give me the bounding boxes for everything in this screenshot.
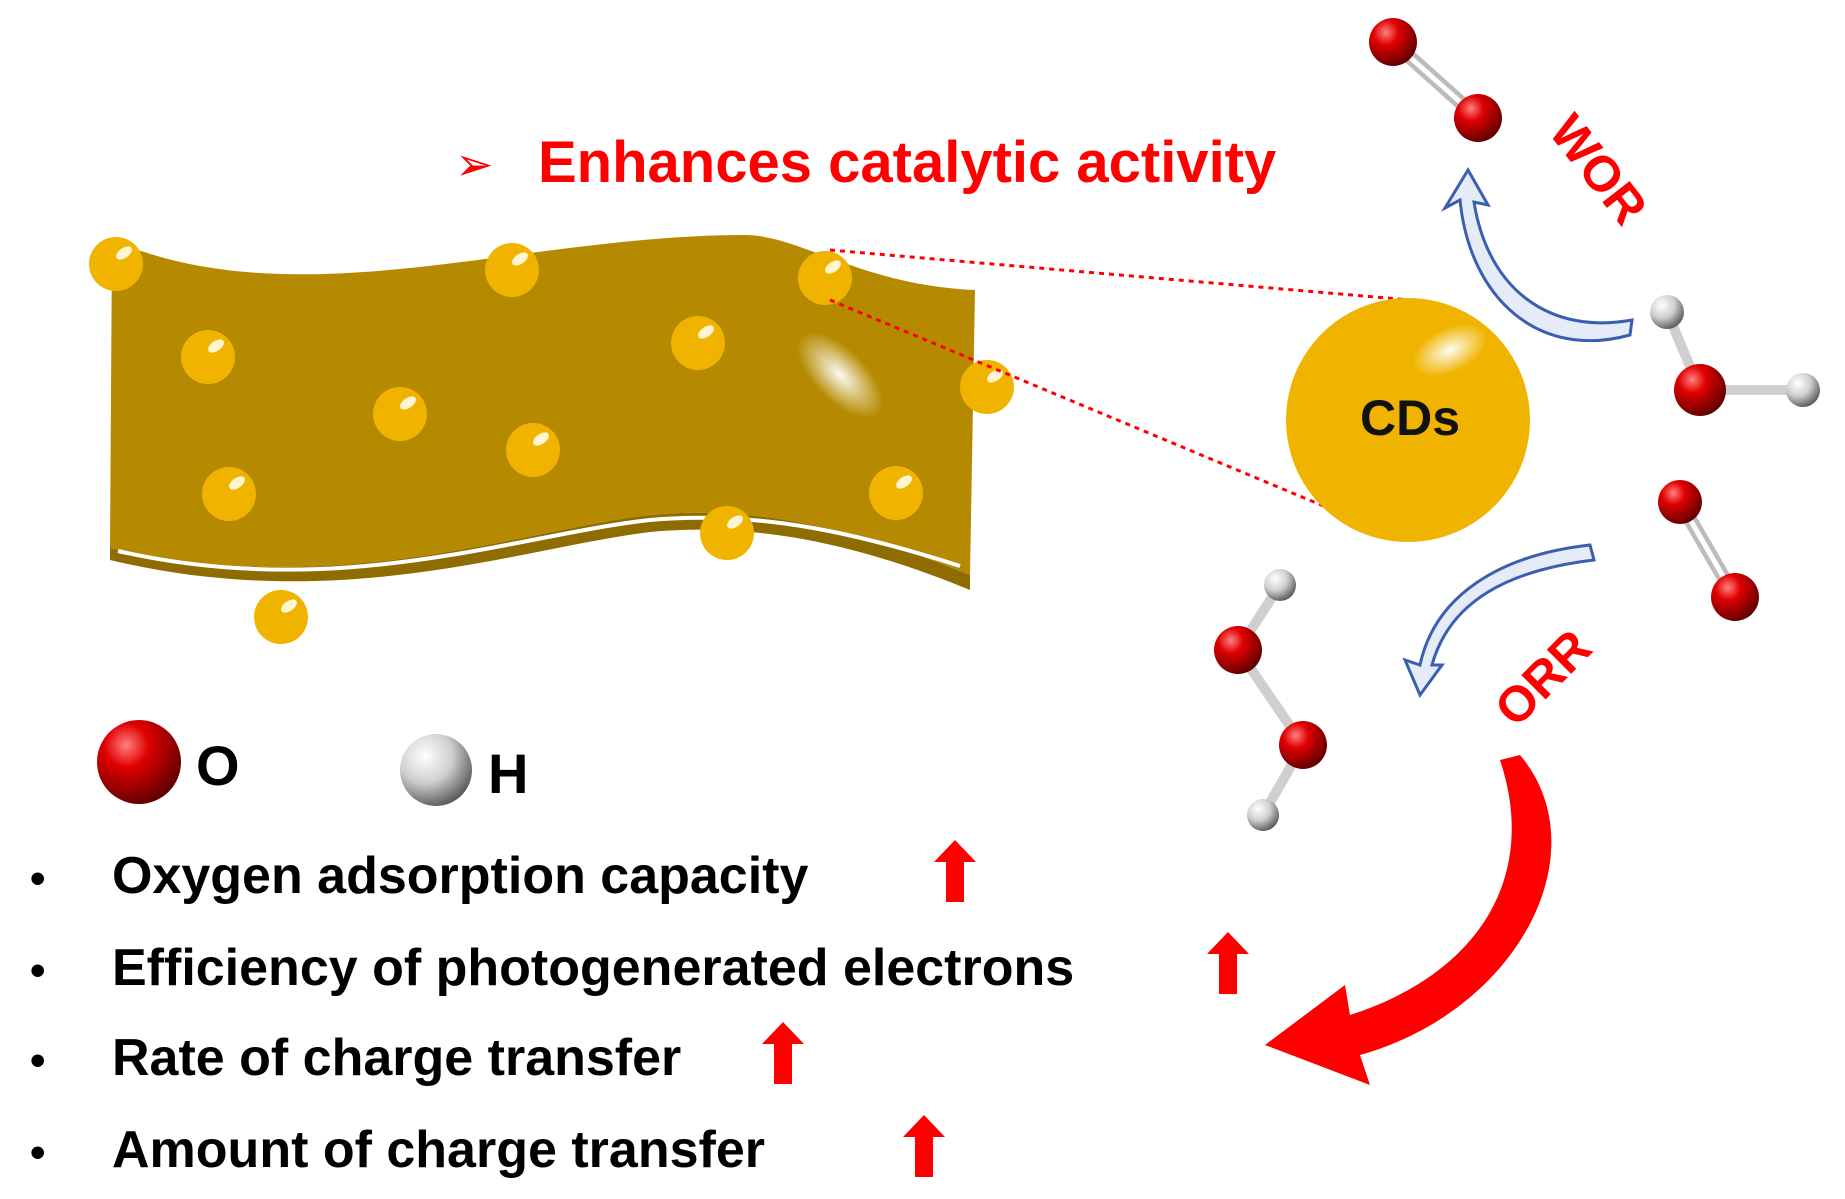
oxygen-atom [1658, 480, 1702, 524]
list-item: • Oxygen adsorption capacity [30, 840, 976, 905]
curved-red-arrow-icon [1265, 755, 1552, 1085]
hydrogen-atom [1786, 373, 1820, 407]
oxygen-atom [1674, 364, 1726, 416]
headline-text: Enhances catalytic activity [538, 130, 1276, 195]
carbon-dot [506, 423, 560, 477]
list-item: • Rate of charge transfer [30, 1022, 804, 1087]
oxygen-atom [1279, 721, 1327, 769]
list-item-text: Oxygen adsorption capacity [112, 847, 808, 905]
list-item: • Amount of charge transfer [30, 1115, 945, 1179]
hydrogen-atom [1247, 799, 1279, 831]
list-bullet: • [30, 854, 45, 903]
hydrogen-atom [1264, 569, 1296, 601]
list-item-text: Rate of charge transfer [112, 1029, 681, 1087]
carbon-dot [671, 316, 725, 370]
orr-label: ORR [1484, 619, 1602, 737]
benefits-list: • Oxygen adsorption capacity • Efficienc… [30, 840, 1249, 1179]
oxygen-legend-icon [97, 720, 181, 804]
list-bullet: • [30, 1036, 45, 1085]
list-bullet: • [30, 946, 45, 995]
wor-label: WOR [1539, 104, 1658, 235]
water-molecule [1650, 295, 1820, 416]
carbon-dot [485, 243, 539, 297]
increase-arrow-icon [1207, 932, 1249, 994]
list-item-text: Efficiency of photogenerated electrons [112, 939, 1074, 997]
sheet-glare [796, 331, 884, 419]
carbon-dots [89, 237, 1014, 644]
list-bullet: • [30, 1128, 45, 1177]
zoom-lines [829, 248, 1411, 542]
legend: O H [97, 720, 528, 806]
sheet-body [110, 235, 975, 575]
cd-label: CDs [1360, 390, 1460, 446]
carbon-dot [373, 387, 427, 441]
carbon-dot [700, 506, 754, 560]
cd-sphere: CDs [1286, 298, 1530, 542]
increase-arrow-icon [762, 1022, 804, 1084]
oxygen-atom [1214, 626, 1262, 674]
oxygen-atom [1454, 94, 1502, 142]
increase-arrow-icon [903, 1115, 945, 1177]
cd-glare [1412, 323, 1488, 377]
hydrogen-legend-label: H [488, 742, 528, 805]
increase-arrow-icon [934, 840, 976, 902]
oxygen-molecule [1658, 480, 1759, 621]
wor-arrow-icon [1440, 167, 1634, 343]
carbon-dot [869, 466, 923, 520]
carbon-dot [798, 251, 852, 305]
carbon-dot [89, 237, 143, 291]
carbon-dot [202, 467, 256, 521]
carbon-dot [181, 330, 235, 384]
headline-bullet-icon: ➢ [455, 138, 494, 190]
orr-arrow-icon [1402, 543, 1596, 699]
list-item-text: Amount of charge transfer [112, 1121, 765, 1179]
oxygen-legend-label: O [196, 734, 240, 797]
oxygen-atom [1369, 18, 1417, 66]
list-item: • Efficiency of photogenerated electrons [30, 932, 1249, 997]
carbon-dot [960, 360, 1014, 414]
oxygen-molecule [1369, 18, 1502, 142]
hydrogen-peroxide-molecule [1214, 569, 1327, 831]
carbon-dot [254, 590, 308, 644]
hydrogen-legend-icon [400, 734, 472, 806]
sheet-highlight-line [117, 515, 961, 572]
hydrogen-atom [1650, 295, 1684, 329]
carbon-sheet [89, 235, 1014, 644]
oxygen-atom [1711, 573, 1759, 621]
